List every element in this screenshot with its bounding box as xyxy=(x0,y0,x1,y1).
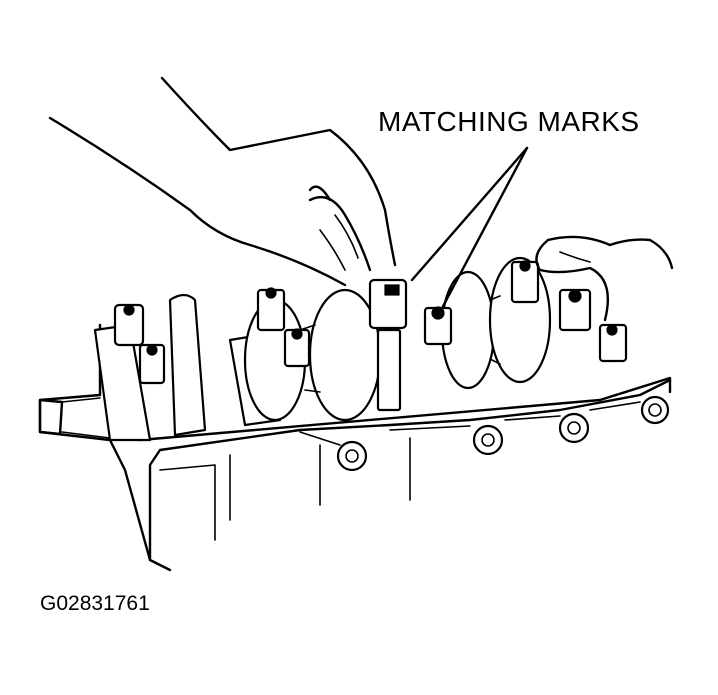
callout-leaders xyxy=(410,146,529,314)
engine-block xyxy=(38,323,672,572)
flange-bosses xyxy=(299,395,670,472)
hands xyxy=(48,76,674,322)
figure-id: G02831761 xyxy=(40,592,150,615)
matching-marks-callout: MATCHING MARKS xyxy=(378,106,640,137)
bearing-caps xyxy=(113,260,628,412)
